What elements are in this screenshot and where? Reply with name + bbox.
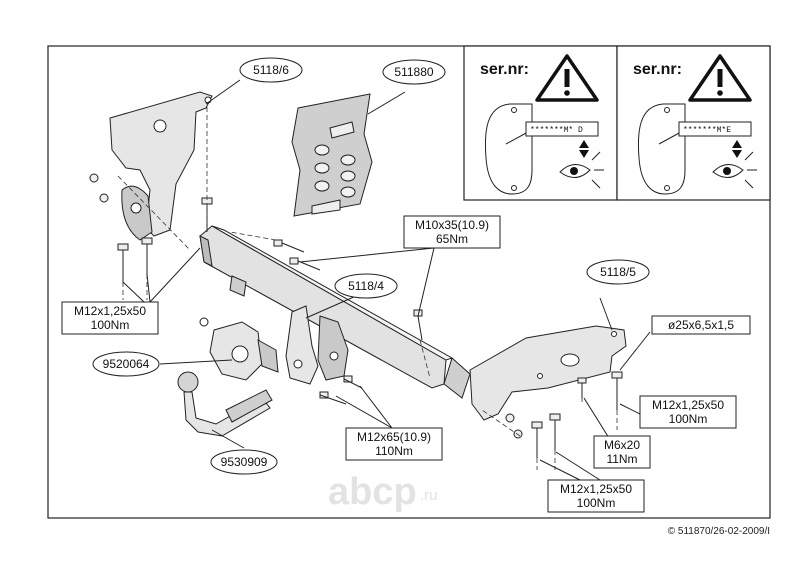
label-washer: ø25x6,5x1,5 [668,318,734,332]
callout-bolt-mid: M12x65(10.9) 110Nm [345,427,443,461]
kit-bag-drawing [291,93,373,217]
label-bolt-right: M12x1,25x50 [652,398,724,412]
label-bracket-left: 5118/6 [253,63,289,77]
watermark-tld: .ru [420,487,438,504]
towball-drawing [177,371,273,437]
callout-bolt-bottom: M12x1,25x50 100Nm [547,479,645,513]
serial-panel-e: ser.nr: *******M*E [616,45,771,201]
cross-beam-drawing [199,225,471,399]
callout-kit: 511880 [382,59,446,85]
label-bolt-right-torque: 100Nm [669,412,708,426]
callout-bracket-mid: 5118/4 [334,273,398,299]
socket-plate-drawing [199,317,279,381]
label-bolt-left-torque: 100Nm [91,318,130,332]
callout-socket-plate: 9520064 [92,351,160,377]
label-bolt-top: M10x35(10.9) [415,218,489,232]
eye-icon [712,151,757,189]
label-bolt-left: M12x1,25x50 [74,304,146,318]
label-bracket-right: 5118/5 [600,265,636,279]
fastener-drawings [89,102,623,470]
callout-washer: ø25x6,5x1,5 [651,315,751,335]
label-bolt-mid: M12x65(10.9) [357,430,431,444]
label-bolt-bottom: M12x1,25x50 [560,482,632,496]
serial-title: ser.nr: [633,61,682,78]
label-bolt-top-torque: 65Nm [436,232,468,246]
warning-triangle-icon [535,54,599,102]
label-kit: 511880 [394,65,433,79]
leader-lines [122,79,651,481]
label-screw-small-torque: 11Nm [606,452,637,466]
callout-bolt-left: M12x1,25x50 100Nm [61,301,159,335]
serial-code: *******M*E [683,126,731,135]
bracket-right-drawing [469,325,627,421]
warning-triangle-icon [688,54,752,102]
label-bracket-mid: 5118/4 [348,279,384,293]
callout-bracket-left: 5118/6 [239,57,303,83]
label-socket-plate: 9520064 [103,357,150,371]
copyright-footer: © 511870/26-02-2009/I [668,526,770,537]
watermark-brand: abcp [328,471,417,513]
label-towball: 9530909 [221,455,268,469]
callout-bolt-right: M12x1,25x50 100Nm [639,395,737,429]
serial-code: *******M* D [530,126,583,135]
label-screw-small: M6x20 [604,438,640,452]
label-bolt-bottom-torque: 100Nm [577,496,616,510]
callout-bolt-top: M10x35(10.9) 65Nm [403,215,501,249]
serial-panel-d: ser.nr: *******M* D [463,45,618,201]
bracket-left-drawing [109,91,213,241]
eye-icon [559,151,604,189]
callout-towball: 9530909 [210,449,278,475]
bracket-mid-drawing [285,305,349,385]
callout-screw-small: M6x20 11Nm [593,435,651,469]
callout-bracket-right: 5118/5 [586,259,650,285]
label-bolt-mid-torque: 110Nm [375,444,413,458]
serial-title: ser.nr: [480,61,529,78]
watermark: abcp .ru [328,471,438,513]
